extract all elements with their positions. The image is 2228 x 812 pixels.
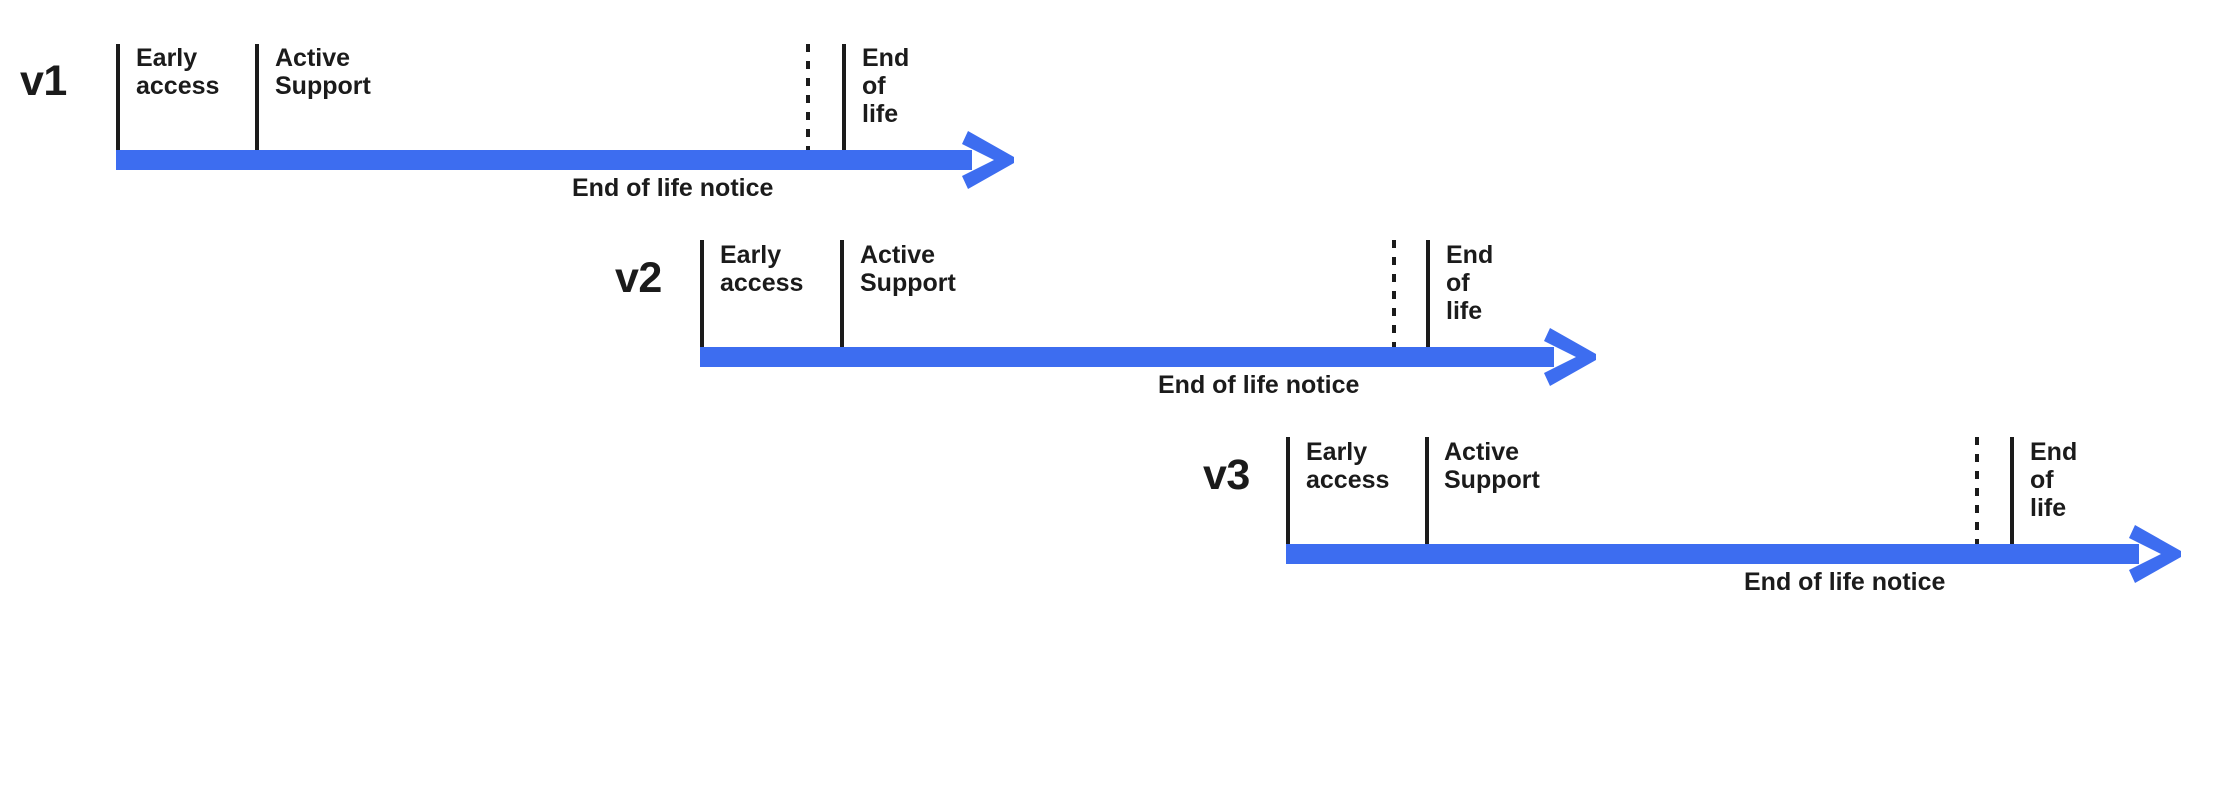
end-of-life-notice-label-v2: End of life notice: [1158, 371, 1360, 399]
timeline-bar-v2: [700, 347, 1554, 367]
end-of-life-notice-marker-v2: [1392, 240, 1396, 347]
end-of-life-divider-v1: [842, 44, 846, 150]
phase-label-v3-end-of-life: End of life: [2030, 438, 2078, 522]
phase-divider-v2-0: [700, 240, 704, 347]
phase-label-v1-active-support: Active Support: [275, 44, 371, 100]
phase-label-v2-end-of-life: End of life: [1446, 241, 1494, 325]
end-of-life-notice-label-v3: End of life notice: [1744, 568, 1946, 596]
end-of-life-notice-label-v1: End of life notice: [572, 174, 774, 202]
end-of-life-divider-v3: [2010, 437, 2014, 544]
version-label-v1: v1: [20, 57, 67, 105]
phase-label-v3-active-support: Active Support: [1444, 438, 1540, 494]
phase-divider-v3-1: [1425, 437, 1429, 544]
version-label-v2: v2: [615, 254, 662, 302]
phase-label-v2-early-access: Early access: [720, 241, 804, 297]
phase-label-v1-end-of-life: End of life: [862, 44, 910, 128]
timeline-arrowhead-v3: [2121, 522, 2185, 586]
phase-divider-v1-1: [255, 44, 259, 150]
end-of-life-notice-marker-v1: [806, 44, 810, 150]
phase-divider-v2-1: [840, 240, 844, 347]
end-of-life-notice-marker-v3: [1975, 437, 1979, 544]
phase-divider-v1-0: [116, 44, 120, 150]
version-label-v3: v3: [1203, 451, 1250, 499]
end-of-life-divider-v2: [1426, 240, 1430, 347]
phase-divider-v3-0: [1286, 437, 1290, 544]
timeline-bar-v3: [1286, 544, 2139, 564]
timeline-arrowhead-v1: [954, 128, 1018, 192]
phase-label-v2-active-support: Active Support: [860, 241, 956, 297]
timeline-arrowhead-v2: [1536, 325, 1600, 389]
timeline-bar-v1: [116, 150, 972, 170]
phase-label-v3-early-access: Early access: [1306, 438, 1390, 494]
phase-label-v1-early-access: Early access: [136, 44, 220, 100]
